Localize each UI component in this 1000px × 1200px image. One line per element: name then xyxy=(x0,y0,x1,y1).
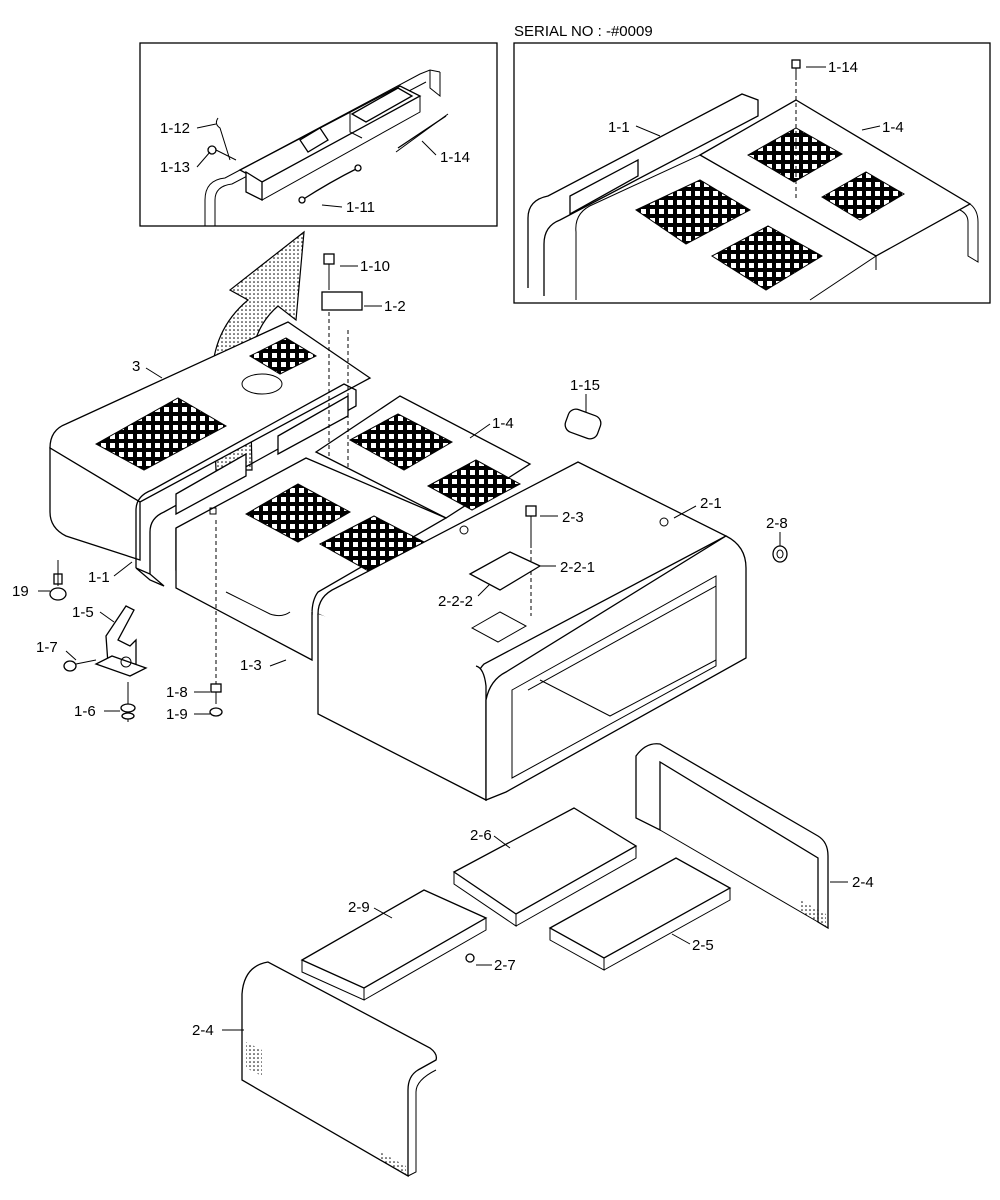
inset-serial-variant xyxy=(513,42,991,304)
lower-panels xyxy=(241,743,829,1178)
label-2-3: 2-3 xyxy=(562,509,584,526)
label-1-1-serial: 1-1 xyxy=(608,119,630,136)
label-1-8: 1-8 xyxy=(166,684,188,701)
inset-handle-detail xyxy=(139,42,498,227)
part-1-4-top-panel xyxy=(314,395,532,519)
serial-number-label: SERIAL NO : -#0009 xyxy=(514,23,653,40)
label-1-13: 1-13 xyxy=(160,159,190,176)
label-2-4-left: 2-4 xyxy=(192,1022,214,1039)
label-1-12: 1-12 xyxy=(160,120,190,137)
label-2-5: 2-5 xyxy=(692,937,714,954)
label-1-3: 1-3 xyxy=(240,657,262,674)
label-2-2-1: 2-2-1 xyxy=(560,559,595,576)
label-1-2: 1-2 xyxy=(384,298,406,315)
label-2-2-2: 2-2-2 xyxy=(438,593,473,610)
label-2-9: 2-9 xyxy=(348,899,370,916)
label-1-11: 1-11 xyxy=(346,199,375,216)
label-1-1: 1-1 xyxy=(88,569,110,586)
part-1-1-handle xyxy=(135,383,357,587)
label-1-6: 1-6 xyxy=(74,703,96,720)
label-3: 3 xyxy=(132,358,140,375)
label-1-4-serial: 1-4 xyxy=(882,119,904,136)
label-2-7: 2-7 xyxy=(494,957,516,974)
label-2-1: 2-1 xyxy=(700,495,722,512)
label-2-4-right: 2-4 xyxy=(852,874,874,891)
part-3-rear-cover xyxy=(49,321,372,561)
label-1-14-serial: 1-14 xyxy=(828,59,858,76)
part-1-3-front-cover xyxy=(175,457,448,662)
label-1-4: 1-4 xyxy=(492,415,514,432)
label-19: 19 xyxy=(12,583,29,600)
label-1-5: 1-5 xyxy=(72,604,94,621)
label-2-6: 2-6 xyxy=(470,827,492,844)
label-1-15: 1-15 xyxy=(570,377,600,394)
label-1-14-inset: 1-14 xyxy=(440,149,470,166)
label-2-8: 2-8 xyxy=(766,515,788,532)
label-1-9: 1-9 xyxy=(166,706,188,723)
leader-lines xyxy=(38,265,848,1031)
hardware xyxy=(49,253,788,722)
label-1-10: 1-10 xyxy=(360,258,390,275)
label-1-7: 1-7 xyxy=(36,639,58,656)
